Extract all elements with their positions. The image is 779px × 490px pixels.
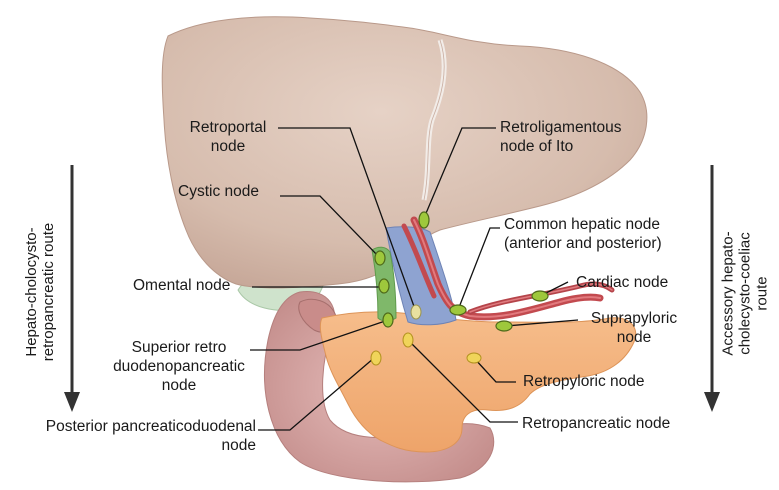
liver xyxy=(161,16,648,289)
label-cardiac: Cardiac node xyxy=(576,274,669,291)
leader-retroportal xyxy=(278,127,417,313)
node-common-hepatic xyxy=(449,304,467,316)
node-retropancreatic xyxy=(402,332,414,348)
node-posterior-pd xyxy=(370,350,382,366)
node-retropyloric xyxy=(466,352,482,364)
node-omental xyxy=(378,278,390,294)
label-superior-retro: Superior retro duodenopancreatic node xyxy=(113,339,245,394)
node-superior-retro xyxy=(382,312,394,328)
leader-lines xyxy=(250,127,579,431)
leader-common-hepatic xyxy=(457,227,500,311)
portal-vein xyxy=(385,226,457,326)
right-route-arrow xyxy=(704,165,720,412)
right-route-label: Accessory hepato- cholecysto-coeliac rou… xyxy=(719,231,771,356)
label-retroportal: Retroportal node xyxy=(189,119,267,155)
label-retropyloric: Retropyloric node xyxy=(523,373,645,390)
label-suprapyloric: Suprapyloric node xyxy=(590,310,678,346)
label-omental: Omental node xyxy=(133,277,231,294)
label-common-hepatic: Common hepatic node (anterior and poster… xyxy=(504,216,662,252)
label-posterior-pd: Posterior pancreaticoduodenal node xyxy=(45,418,256,454)
left-route-label: Hepato-cholocysto- retropancreatic route xyxy=(23,222,57,362)
label-retropancreatic: Retropancreatic node xyxy=(522,415,671,432)
leader-retropancreatic xyxy=(407,339,518,423)
node-cardiac xyxy=(531,290,549,302)
leader-superior-retro xyxy=(250,319,389,351)
node-retroportal xyxy=(410,304,422,320)
label-retroligamentous: Retroligamentous node of Ito xyxy=(500,119,622,155)
node-retroligamentous xyxy=(418,211,430,229)
leader-retropyloric xyxy=(473,357,516,383)
leader-retroligamentous xyxy=(423,127,496,219)
left-route-arrow xyxy=(64,165,80,412)
leader-suprapyloric xyxy=(505,319,579,327)
node-cystic xyxy=(374,250,386,266)
leader-posterior-pd xyxy=(258,357,375,431)
hepatic-artery-branch xyxy=(401,223,437,299)
lymph-nodes xyxy=(370,211,549,366)
node-suprapyloric xyxy=(495,320,513,332)
leader-cystic xyxy=(280,195,381,259)
label-cystic: Cystic node xyxy=(178,183,259,200)
